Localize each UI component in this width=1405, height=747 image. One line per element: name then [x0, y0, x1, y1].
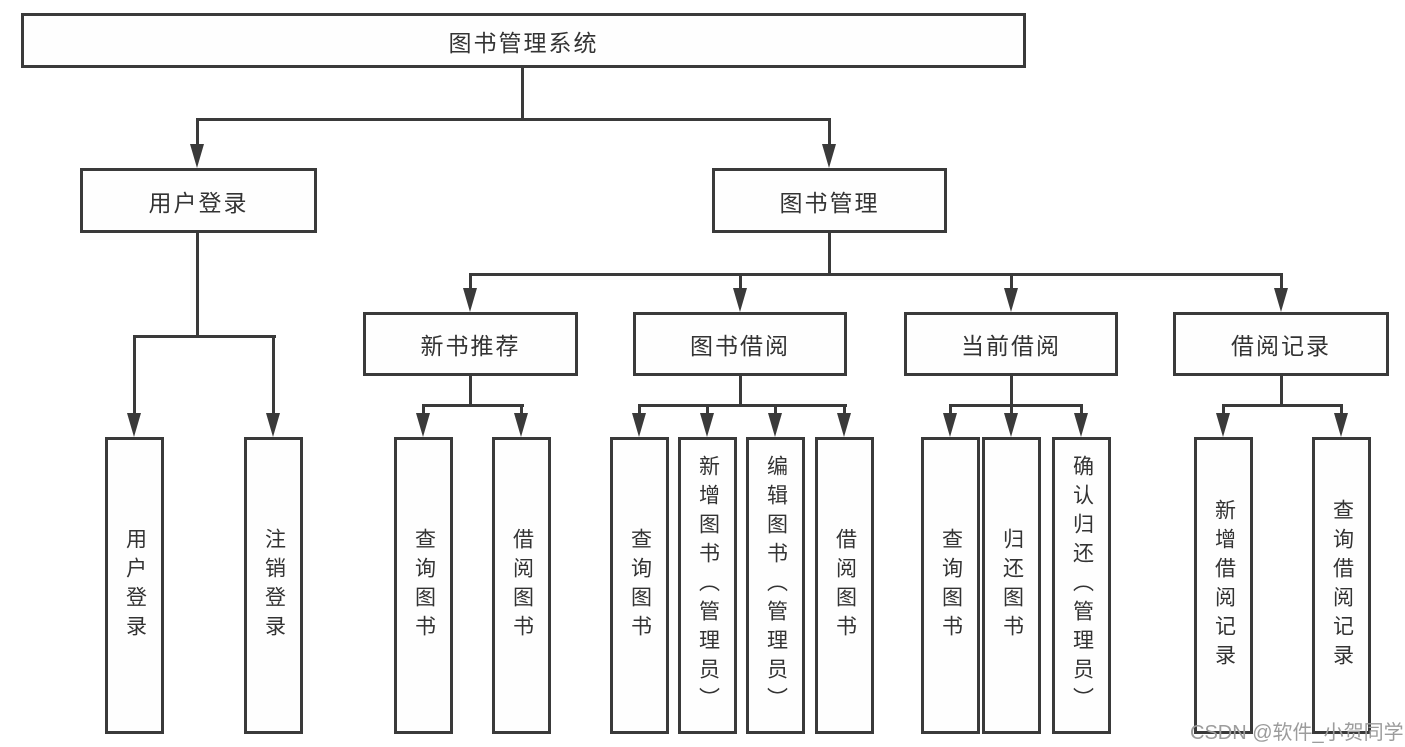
connector-line: [1280, 273, 1283, 290]
arrow-down-icon: [416, 413, 430, 437]
connector-line: [843, 404, 846, 414]
leaf-edit-book-admin: 编辑图书（管理员）: [746, 437, 805, 734]
node-label: 图书管理系统: [448, 29, 599, 56]
connector-line: [774, 404, 777, 414]
leaf-logout: 注销登录: [244, 437, 303, 734]
connector-line: [638, 404, 641, 414]
node-label: 当前借阅: [961, 333, 1061, 359]
connector-line: [1280, 376, 1283, 407]
arrow-down-icon: [943, 413, 957, 437]
arrow-down-icon: [463, 288, 477, 312]
watermark: CSDN @软件_小贺同学: [1190, 722, 1404, 744]
leaf-confirm-return-admin: 确认归还（管理员）: [1052, 437, 1111, 734]
connector-line: [469, 376, 472, 407]
node-label: 查询图书: [412, 527, 436, 644]
arrow-down-icon: [733, 288, 747, 312]
connector-line: [1222, 404, 1343, 407]
connector-line: [949, 404, 952, 414]
node-label: 归还图书: [1000, 527, 1024, 644]
connector-line: [1010, 376, 1013, 407]
node-label: 查询借阅记录: [1330, 498, 1354, 673]
connector-line: [828, 118, 831, 146]
node-label: 图书管理: [779, 189, 880, 216]
node-label: 查询图书: [939, 527, 963, 644]
connector-line: [272, 335, 275, 416]
node-new-book-recommend: 新书推荐: [363, 312, 578, 376]
leaf-query-books-borrow: 查询图书: [610, 437, 669, 734]
node-label: 注销登录: [262, 527, 286, 644]
node-label: 查询图书: [628, 527, 652, 644]
arrow-down-icon: [1274, 288, 1288, 312]
connector-line: [739, 376, 742, 407]
arrow-down-icon: [266, 413, 280, 437]
node-label: 借阅图书: [833, 527, 857, 644]
leaf-query-books-recommend: 查询图书: [394, 437, 453, 734]
connector-line: [469, 273, 1283, 276]
connector-line: [949, 404, 1083, 407]
connector-line: [521, 68, 524, 121]
connector-line: [133, 335, 276, 338]
connector-line: [1010, 404, 1013, 414]
leaf-user-login: 用户登录: [105, 437, 164, 734]
arrow-down-icon: [700, 413, 714, 437]
arrow-down-icon: [514, 413, 528, 437]
node-user-login: 用户登录: [80, 168, 317, 233]
arrow-down-icon: [768, 413, 782, 437]
node-label: 确认归还（管理员）: [1070, 455, 1094, 716]
node-label: 用户登录: [123, 527, 147, 644]
leaf-query-books-current: 查询图书: [921, 437, 980, 734]
connector-line: [1340, 404, 1343, 414]
connector-line: [828, 233, 831, 276]
arrow-down-icon: [1004, 288, 1018, 312]
arrow-down-icon: [822, 144, 836, 168]
arrow-down-icon: [1074, 413, 1088, 437]
arrow-down-icon: [127, 413, 141, 437]
leaf-add-borrow-record: 新增借阅记录: [1194, 437, 1253, 734]
leaf-return-book: 归还图书: [982, 437, 1041, 734]
node-book-borrow: 图书借阅: [633, 312, 847, 376]
connector-line: [422, 404, 425, 414]
connector-line: [520, 404, 523, 414]
leaf-add-book-admin: 新增图书（管理员）: [678, 437, 737, 734]
connector-line: [469, 273, 472, 290]
arrow-down-icon: [1004, 413, 1018, 437]
leaf-borrow-books-recommend: 借阅图书: [492, 437, 551, 734]
node-label: 新书推荐: [420, 333, 521, 359]
connector-line: [196, 118, 831, 121]
connector-line: [1080, 404, 1083, 414]
node-label: 图书借阅: [690, 333, 790, 359]
leaf-query-borrow-record: 查询借阅记录: [1312, 437, 1371, 734]
connector-line: [638, 404, 847, 407]
leaf-borrow-books: 借阅图书: [815, 437, 874, 734]
node-book-management: 图书管理: [712, 168, 947, 233]
node-label: 借阅图书: [510, 527, 534, 644]
arrow-down-icon: [1216, 413, 1230, 437]
root-node: 图书管理系统: [21, 13, 1026, 68]
node-borrow-records: 借阅记录: [1173, 312, 1389, 376]
arrow-down-icon: [632, 413, 646, 437]
node-label: 借阅记录: [1231, 333, 1331, 359]
connector-line: [706, 404, 709, 414]
connector-line: [739, 273, 742, 290]
connector-line: [196, 118, 199, 146]
arrow-down-icon: [1334, 413, 1348, 437]
arrow-down-icon: [837, 413, 851, 437]
node-current-borrow: 当前借阅: [904, 312, 1118, 376]
node-label: 编辑图书（管理员）: [764, 455, 788, 716]
connector-line: [196, 233, 199, 338]
node-label: 新增借阅记录: [1212, 498, 1236, 673]
connector-line: [133, 335, 136, 416]
connector-line: [1222, 404, 1225, 414]
connector-line: [422, 404, 524, 407]
connector-line: [1010, 273, 1013, 290]
node-label: 新增图书（管理员）: [696, 455, 720, 716]
node-label: 用户登录: [148, 189, 249, 216]
arrow-down-icon: [190, 144, 204, 168]
